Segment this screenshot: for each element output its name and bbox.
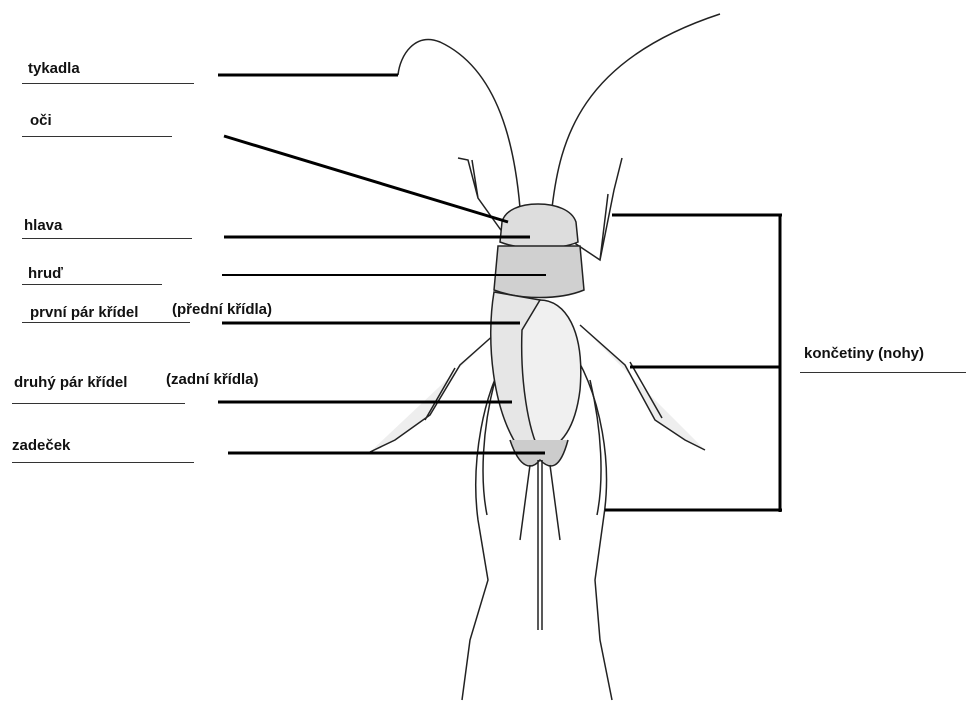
- head: [500, 204, 578, 248]
- hind-leg-left: [462, 360, 505, 700]
- antenna-right: [552, 14, 720, 208]
- hind-leg-right: [578, 360, 612, 700]
- front-leg-right: [570, 158, 622, 260]
- front-leg-left: [458, 158, 508, 240]
- antenna-left: [398, 40, 520, 208]
- pointer-oci: [224, 136, 508, 222]
- ovipositor: [520, 460, 560, 630]
- cricket-illustration: [370, 14, 720, 700]
- thorax: [494, 246, 584, 298]
